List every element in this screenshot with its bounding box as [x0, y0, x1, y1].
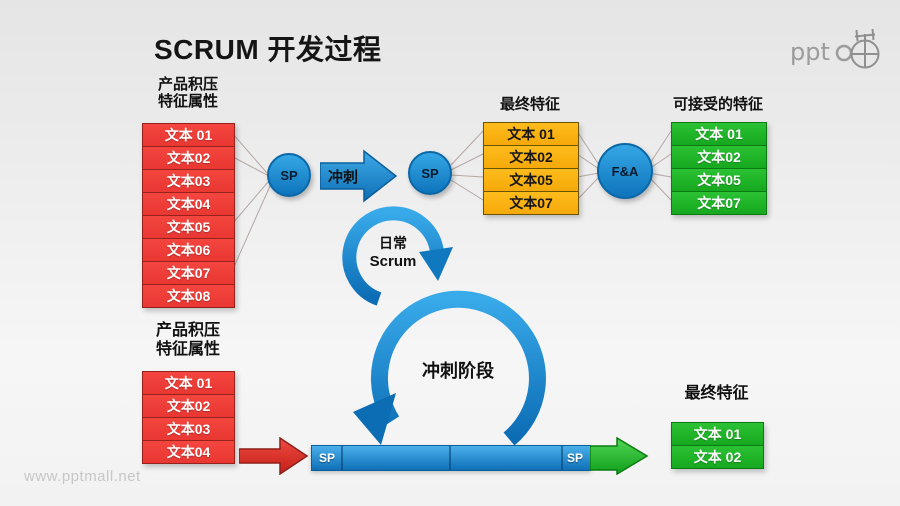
- backlog-bottom-header-line1: 产品积压: [155, 322, 220, 339]
- sprint-arrow-label: 冲刺: [327, 169, 358, 186]
- watermark: www.pptmall.net: [24, 468, 141, 485]
- list-item: 文本08: [143, 284, 234, 307]
- timeline-bar: SP SP: [311, 445, 591, 471]
- backlog-bottom-header-line2: 特征属性: [155, 341, 220, 358]
- sp-circle-1: SP: [267, 153, 311, 197]
- final-features-bottom-list: 文本 01 文本 02: [671, 422, 764, 469]
- timeline-divider: [561, 446, 563, 470]
- final-features-top-list: 文本 01 文本02 文本05 文本07: [483, 122, 579, 215]
- list-item: 文本05: [143, 215, 234, 238]
- timeline-divider: [341, 446, 343, 470]
- list-item: 文本02: [672, 145, 766, 168]
- backlog-bottom-header: 产品积压 特征属性: [140, 321, 236, 359]
- timeline-divider: [449, 446, 451, 470]
- backlog-top-header-line2: 特征属性: [157, 93, 218, 110]
- fa-circle: F&A: [597, 143, 653, 199]
- acceptable-features-list: 文本 01 文本02 文本05 文本07: [671, 122, 767, 215]
- logo-text: ppt: [790, 38, 830, 66]
- backlog-bottom-list: 文本 01 文本02 文本03 文本04: [142, 371, 235, 464]
- list-item: 文本07: [143, 261, 234, 284]
- list-item: 文本 01: [143, 124, 234, 146]
- list-item: 文本03: [143, 417, 234, 440]
- sp-circle-1-label: SP: [280, 167, 298, 183]
- list-item: 文本02: [484, 145, 578, 168]
- list-item: 文本 02: [672, 445, 763, 468]
- list-item: 文本04: [143, 192, 234, 215]
- list-item: 文本06: [143, 238, 234, 261]
- fa-circle-label: F&A: [611, 163, 639, 179]
- list-item: 文本02: [143, 394, 234, 417]
- list-item: 文本03: [143, 169, 234, 192]
- final-features-top-header: 最终特征: [499, 96, 560, 113]
- list-item: 文本07: [672, 191, 766, 214]
- green-arrow: [590, 437, 649, 475]
- list-item: 文本 01: [484, 123, 578, 145]
- timeline-sp-right: SP: [567, 451, 584, 465]
- timeline-sp-left: SP: [319, 451, 336, 465]
- daily-scrum-label-line2: Scrum: [369, 253, 417, 270]
- list-item: 文本07: [484, 191, 578, 214]
- sp-circle-2: SP: [408, 151, 452, 195]
- sprint-arrow: [320, 149, 398, 203]
- final-features-bottom-header: 最终特征: [684, 385, 749, 402]
- list-item: 文本 01: [672, 423, 763, 445]
- daily-scrum-label-line1: 日常: [379, 235, 407, 251]
- brand-logo-icon: ppt: [790, 28, 880, 69]
- list-item: 文本05: [484, 168, 578, 191]
- sprint-phase-label: 冲刺阶段: [422, 361, 494, 381]
- acceptable-features-header: 可接受的特征: [672, 96, 763, 113]
- red-arrow: [239, 437, 309, 475]
- list-item: 文本 01: [143, 372, 234, 394]
- slide-title: SCRUM 开发过程: [154, 34, 382, 65]
- backlog-top-list: 文本 01 文本02 文本03 文本04 文本05 文本06 文本07 文本08: [142, 123, 235, 308]
- list-item: 文本 01: [672, 123, 766, 145]
- backlog-top-header: 产品积压 特征属性: [142, 76, 234, 110]
- backlog-top-header-line1: 产品积压: [157, 76, 218, 93]
- list-item: 文本05: [672, 168, 766, 191]
- list-item: 文本02: [143, 146, 234, 169]
- list-item: 文本04: [143, 440, 234, 463]
- daily-scrum-label: 日常 Scrum: [360, 233, 426, 270]
- sp-circle-2-label: SP: [421, 165, 439, 181]
